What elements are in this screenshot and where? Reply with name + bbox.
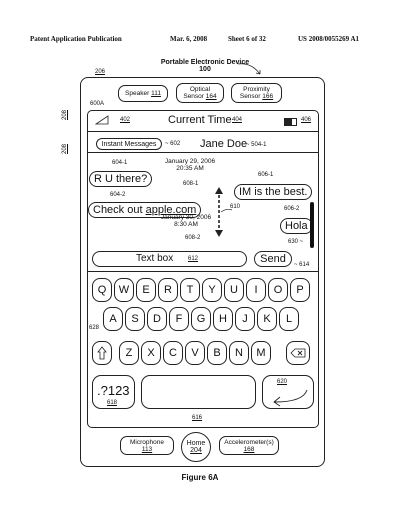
message-2-ref: 604-2 — [110, 192, 126, 198]
shift-ref: 628 — [89, 325, 100, 331]
timestamp-2-ref: 608-2 — [185, 235, 201, 241]
send-button[interactable]: Send — [254, 251, 292, 267]
frame-ref: 206 — [95, 69, 106, 75]
message-bubble-3[interactable]: IM is the best. — [234, 184, 313, 200]
publication-date: Mar. 6, 2008 — [170, 35, 208, 43]
key-g[interactable]: G — [191, 307, 211, 331]
space-bar[interactable] — [141, 375, 256, 409]
timestamp-2: January 30, 2006 8:30 AM — [160, 214, 212, 228]
status-title: Current Time — [168, 114, 232, 126]
return-key[interactable]: 620 — [262, 375, 314, 409]
key-p[interactable]: P — [290, 278, 310, 302]
proximity-sensor: Proximity Sensor 166 — [231, 83, 282, 103]
signal-ref: 402 — [120, 117, 131, 123]
screen-ref: 600A — [90, 101, 105, 107]
key-o[interactable]: O — [268, 278, 288, 302]
message-bubble-4[interactable]: Hola — [280, 218, 313, 234]
scrollbar[interactable] — [310, 202, 314, 248]
message-bubble-2[interactable]: Check out apple.com — [88, 202, 202, 218]
key-e[interactable]: E — [136, 278, 156, 302]
status-divider — [87, 131, 319, 132]
key-z[interactable]: Z — [119, 341, 139, 365]
speaker-sensor: Speaker 111 — [118, 85, 168, 102]
key-x[interactable]: X — [141, 341, 161, 365]
backspace-key[interactable] — [286, 341, 310, 365]
key-m[interactable]: M — [251, 341, 271, 365]
keyboard-divider — [87, 271, 319, 272]
patent-number: US 2008/0055269 A1 — [298, 35, 360, 43]
key-f[interactable]: F — [169, 307, 189, 331]
figure-caption: Figure 6A — [181, 473, 219, 482]
battery-icon — [284, 118, 297, 126]
key-b[interactable]: B — [207, 341, 227, 365]
scroll-ref: 610 — [230, 204, 241, 210]
message-3-ref: 606-1 — [258, 172, 274, 178]
publication-label: Patent Application Publication — [30, 35, 122, 43]
send-ref: ~ 614 — [294, 262, 310, 268]
key-j[interactable]: J — [235, 307, 255, 331]
key-q[interactable]: Q — [92, 278, 112, 302]
device-title: Portable Electronic Device 100 — [160, 59, 250, 73]
sheet-number: Sheet 6 of 32 — [228, 35, 266, 43]
instant-messages-back-button[interactable]: Instant Messages — [96, 138, 162, 150]
keyboard-ref: 616 — [192, 415, 203, 421]
message-4-ref: 606-2 — [284, 206, 300, 212]
shift-arrow-icon — [97, 346, 107, 360]
backspace-icon — [290, 348, 306, 358]
scrollbar-ref: 630 ~ — [288, 239, 304, 245]
contact-name: Jane Doe — [200, 138, 248, 150]
number-mode-key[interactable]: .?123 618 — [92, 375, 135, 409]
battery-ref: 406 — [301, 117, 312, 123]
return-arrow-icon — [273, 389, 308, 407]
key-s[interactable]: S — [125, 307, 145, 331]
key-y[interactable]: Y — [202, 278, 222, 302]
key-u[interactable]: U — [224, 278, 244, 302]
key-d[interactable]: D — [147, 307, 167, 331]
status-title-ref: 404 — [232, 117, 243, 123]
title-leader-arrow — [237, 63, 261, 75]
key-h[interactable]: H — [213, 307, 233, 331]
key-l[interactable]: L — [279, 307, 299, 331]
text-box-input[interactable]: Text box 612 — [92, 251, 247, 267]
scroll-gesture-arrow — [215, 187, 233, 237]
key-t[interactable]: T — [180, 278, 200, 302]
contact-ref: ~ 504-1 — [246, 142, 267, 148]
optical-sensor: Optical Sensor 164 — [176, 83, 224, 103]
key-i[interactable]: I — [246, 278, 266, 302]
back-button-ref: ~ 602 — [165, 141, 181, 147]
key-r[interactable]: R — [158, 278, 178, 302]
timestamp-1: January 29, 2006 20:35 AM — [164, 158, 216, 172]
signal-strength-icon — [95, 115, 109, 125]
microphone: Microphone 113 — [120, 436, 174, 455]
accelerometer: Accelerometer(s) 168 — [219, 436, 279, 455]
key-k[interactable]: K — [257, 307, 277, 331]
ref-208-upper: 208 — [62, 109, 69, 121]
key-a[interactable]: A — [103, 307, 123, 331]
nav-divider — [87, 152, 319, 153]
shift-key[interactable] — [92, 341, 112, 365]
key-v[interactable]: V — [185, 341, 205, 365]
key-w[interactable]: W — [114, 278, 134, 302]
apple-link[interactable]: apple.com — [145, 204, 197, 216]
ref-208-lower: 208 — [62, 143, 69, 155]
key-c[interactable]: C — [163, 341, 183, 365]
message-1-ref: 604-1 — [112, 160, 128, 166]
message-bubble-1[interactable]: R U there? — [89, 171, 153, 187]
key-n[interactable]: N — [229, 341, 249, 365]
home-button[interactable]: Home 204 — [181, 432, 211, 462]
timestamp-1-ref: 608-1 — [183, 181, 199, 187]
